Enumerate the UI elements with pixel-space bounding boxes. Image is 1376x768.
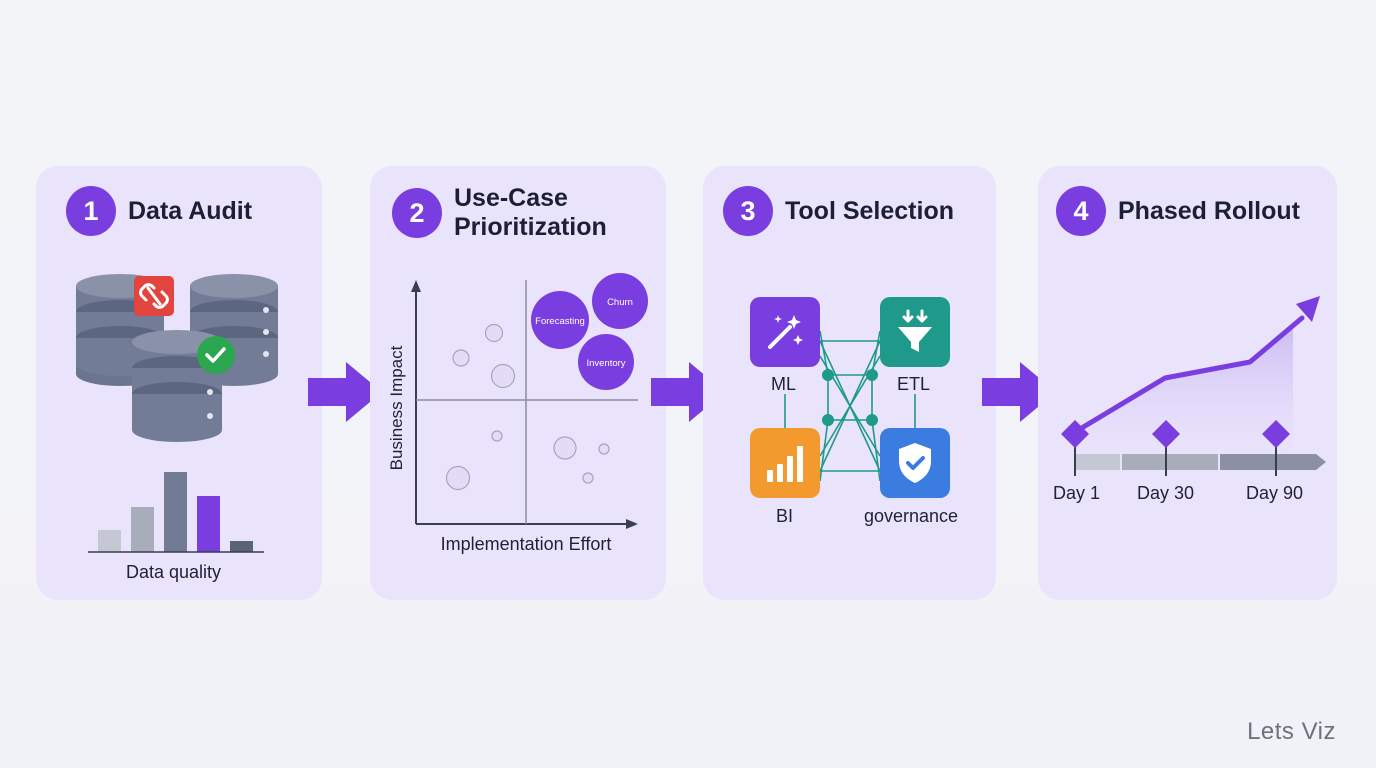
flow-arrow-icon (308, 362, 382, 422)
data-quality-label: Data quality (126, 562, 222, 582)
quality-bar (197, 496, 220, 552)
step-number-badge: 1 (66, 186, 116, 236)
tool-label-governance: governance (864, 506, 959, 526)
milestone-markers (1061, 420, 1290, 448)
step-number-badge: 4 (1056, 186, 1106, 236)
bi-tool-tile (750, 428, 820, 498)
step-card-tool-selection: 3 Tool Selection (703, 166, 996, 600)
step-title: Data Audit (128, 196, 253, 225)
bubble-label: Churn (607, 297, 633, 308)
bubble-forecasting: Forecasting (531, 291, 589, 349)
bar-chart-icon (767, 446, 803, 482)
x-axis-label: Implementation Effort (441, 534, 612, 554)
quality-bar (164, 472, 187, 552)
step-title: Tool Selection (785, 196, 954, 225)
impact-effort-matrix: Forecasting Churn Inventory Business Imp… (387, 273, 648, 554)
milestone-label-day-90: Day 90 (1246, 483, 1304, 503)
quality-bar (98, 530, 121, 552)
step-header: 1 Data Audit (66, 186, 252, 236)
milestone-label-day-30: Day 30 (1137, 483, 1195, 503)
step-title: Use-Case Prioritization (454, 184, 607, 241)
use-case-bubbles (445, 323, 610, 491)
y-axis-label: Business Impact (387, 345, 406, 470)
milestone-diamond-icon (1061, 420, 1089, 448)
flow-arrow-icon (982, 362, 1056, 422)
check-circle-icon (197, 336, 235, 374)
quality-bar (230, 541, 253, 552)
tool-label-etl: ETL (897, 374, 931, 394)
milestone-diamond-icon (1262, 420, 1290, 448)
bubble-label: Forecasting (535, 316, 585, 327)
data-quality-bar-chart (88, 472, 264, 553)
step-number-badge: 3 (723, 186, 773, 236)
step-title: Phased Rollout (1118, 196, 1300, 225)
x-axis-arrowhead (626, 519, 638, 529)
tool-network-lines (784, 330, 916, 482)
brand-logo-text: Lets Viz (1247, 718, 1336, 745)
shield-check-icon (899, 443, 931, 483)
step-number-badge: 2 (392, 188, 442, 238)
tool-label-bi: BI (776, 506, 794, 526)
tool-label-ml: ML (771, 374, 797, 394)
step-header: 4 Phased Rollout (1056, 186, 1300, 236)
magic-wand-icon (768, 315, 803, 349)
trend-arrowhead-icon (1296, 296, 1320, 322)
etl-tool-tile (880, 297, 950, 367)
bubble-label: Inventory (586, 358, 625, 369)
ml-tool-tile (750, 297, 820, 367)
governance-tool-tile (880, 428, 950, 498)
broken-link-icon (134, 276, 174, 316)
y-axis-arrowhead (411, 280, 421, 292)
bubble-inventory: Inventory (578, 334, 634, 390)
database-stack-illustration (76, 274, 278, 442)
milestone-label-day-1: Day 1 (1053, 483, 1101, 503)
bubble-churn: Churn (592, 273, 648, 329)
rollout-timeline (1061, 296, 1326, 476)
database-icon (190, 274, 278, 386)
funnel-icon (898, 309, 932, 352)
quality-bar (131, 507, 154, 552)
milestone-diamond-icon (1152, 420, 1180, 448)
growth-trend-line (1072, 315, 1305, 435)
step-header: 2 Use-Case Prioritization (392, 184, 624, 242)
step-header: 3 Tool Selection (723, 186, 954, 236)
